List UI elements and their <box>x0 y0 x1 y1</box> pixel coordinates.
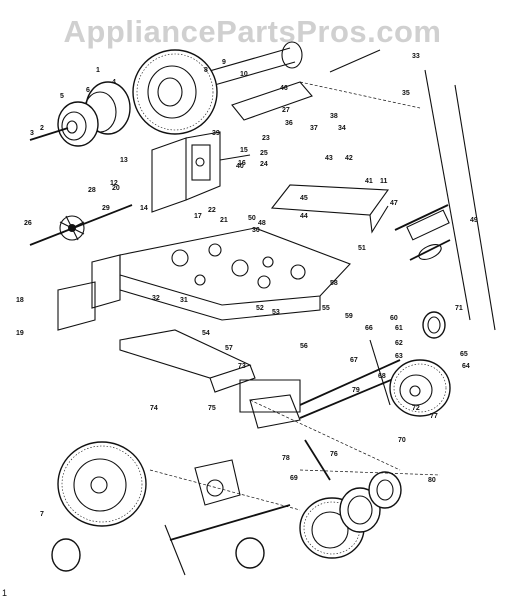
callout-number: 13 <box>120 157 128 164</box>
callout-number: 3 <box>30 130 34 137</box>
callout-number: 68 <box>378 373 386 380</box>
callout-number: 76 <box>330 451 338 458</box>
callout-number: 26 <box>24 220 32 227</box>
sprocket-shaft <box>29 204 133 246</box>
callout-number: 6 <box>86 87 90 94</box>
callout-number: 73 <box>238 363 246 370</box>
rear-tire <box>132 49 218 135</box>
callout-number: 72 <box>412 405 420 412</box>
callout-number: 34 <box>338 125 346 132</box>
callout-number: 61 <box>395 325 403 332</box>
callout-number: 20 <box>112 185 120 192</box>
callout-number: 60 <box>390 315 398 322</box>
callout-number: 33 <box>412 53 420 60</box>
callout-number: 70 <box>398 437 406 444</box>
drive-pulley <box>29 81 131 147</box>
callout-number: 62 <box>395 340 403 347</box>
callout-number: 22 <box>208 207 216 214</box>
callout-number: 14 <box>140 205 148 212</box>
callout-number: 31 <box>180 297 188 304</box>
callout-number: 69 <box>290 475 298 482</box>
callout-number: 30 <box>252 227 260 234</box>
callout-number: 36 <box>285 120 293 127</box>
callout-number: 47 <box>390 200 398 207</box>
callout-number: 53 <box>272 309 280 316</box>
lower-frame-rail <box>119 329 301 429</box>
callout-number: 24 <box>260 161 268 168</box>
callout-number: 38 <box>330 113 338 120</box>
callout-numbers: 1 2 3 4 5 6 7 8 9 10 11 12 13 14 15 16 1… <box>2 53 478 598</box>
steering-linkage <box>249 339 411 481</box>
callout-number: 45 <box>300 195 308 202</box>
callout-number: 25 <box>260 150 268 157</box>
callout-number: 66 <box>365 325 373 332</box>
callout-number: 57 <box>225 345 233 352</box>
callout-number: 78 <box>282 455 290 462</box>
callout-number: 49 <box>470 217 478 224</box>
callout-number: 39 <box>212 130 220 137</box>
callout-number: 65 <box>460 351 468 358</box>
callout-number: 48 <box>258 220 266 227</box>
callout-number: 23 <box>262 135 270 142</box>
callout-number: 44 <box>300 213 308 220</box>
front-tire-left <box>51 441 265 572</box>
callout-number: 9 <box>222 59 226 66</box>
left-side-plates <box>57 254 121 331</box>
callout-number: 59 <box>345 313 353 320</box>
callout-number: 1 <box>96 67 100 74</box>
callout-number: 10 <box>240 71 248 78</box>
front-tire-right <box>389 311 451 417</box>
callout-number: 75 <box>208 405 216 412</box>
callout-number: 56 <box>300 343 308 350</box>
callout-number: 51 <box>358 245 366 252</box>
callout-number: 17 <box>194 213 202 220</box>
callout-number: 40 <box>236 163 244 170</box>
callout-number: 52 <box>256 305 264 312</box>
rear-axle-assembly <box>184 41 421 121</box>
callout-number: 37 <box>310 125 318 132</box>
callout-number: 58 <box>330 280 338 287</box>
callout-number: 8 <box>204 67 208 74</box>
callout-number: 27 <box>282 107 290 114</box>
callout-number: 46 <box>280 85 288 92</box>
right-support-bracket <box>270 69 496 331</box>
callout-number: 18 <box>16 297 24 304</box>
callout-number: 11 <box>380 178 388 185</box>
callout-number: 79 <box>352 387 360 394</box>
callout-number: 50 <box>248 215 256 222</box>
callout-number: 19 <box>16 330 24 337</box>
callout-number: 77 <box>430 413 438 420</box>
callout-number: 41 <box>365 178 373 185</box>
callout-number: 35 <box>402 90 410 97</box>
callout-number: 63 <box>395 353 403 360</box>
callout-number: 43 <box>325 155 333 162</box>
callout-number: 74 <box>150 405 158 412</box>
callout-number: 29 <box>102 205 110 212</box>
rear-tire-lower <box>299 469 441 559</box>
callout-number: 64 <box>462 363 470 370</box>
main-chassis-plate <box>119 227 351 321</box>
callout-number: 4 <box>112 79 116 86</box>
callout-number: 42 <box>345 155 353 162</box>
callout-number: 71 <box>455 305 463 312</box>
corner-mark: 1 <box>2 588 7 598</box>
callout-number: 16 <box>238 160 246 167</box>
front-axle <box>149 459 301 576</box>
callout-number: 15 <box>240 147 248 154</box>
callout-number: 80 <box>428 477 436 484</box>
callout-number: 54 <box>202 330 210 337</box>
callout-number: 5 <box>60 93 64 100</box>
callout-number: 32 <box>152 295 160 302</box>
callout-number: 21 <box>220 217 228 224</box>
callout-number: 12 <box>110 180 118 187</box>
transmission-bracket <box>151 131 251 213</box>
callout-number: 28 <box>88 187 96 194</box>
callout-number: 7 <box>40 511 44 518</box>
callout-number: 67 <box>350 357 358 364</box>
callout-number: 55 <box>322 305 330 312</box>
callout-number: 2 <box>40 125 44 132</box>
